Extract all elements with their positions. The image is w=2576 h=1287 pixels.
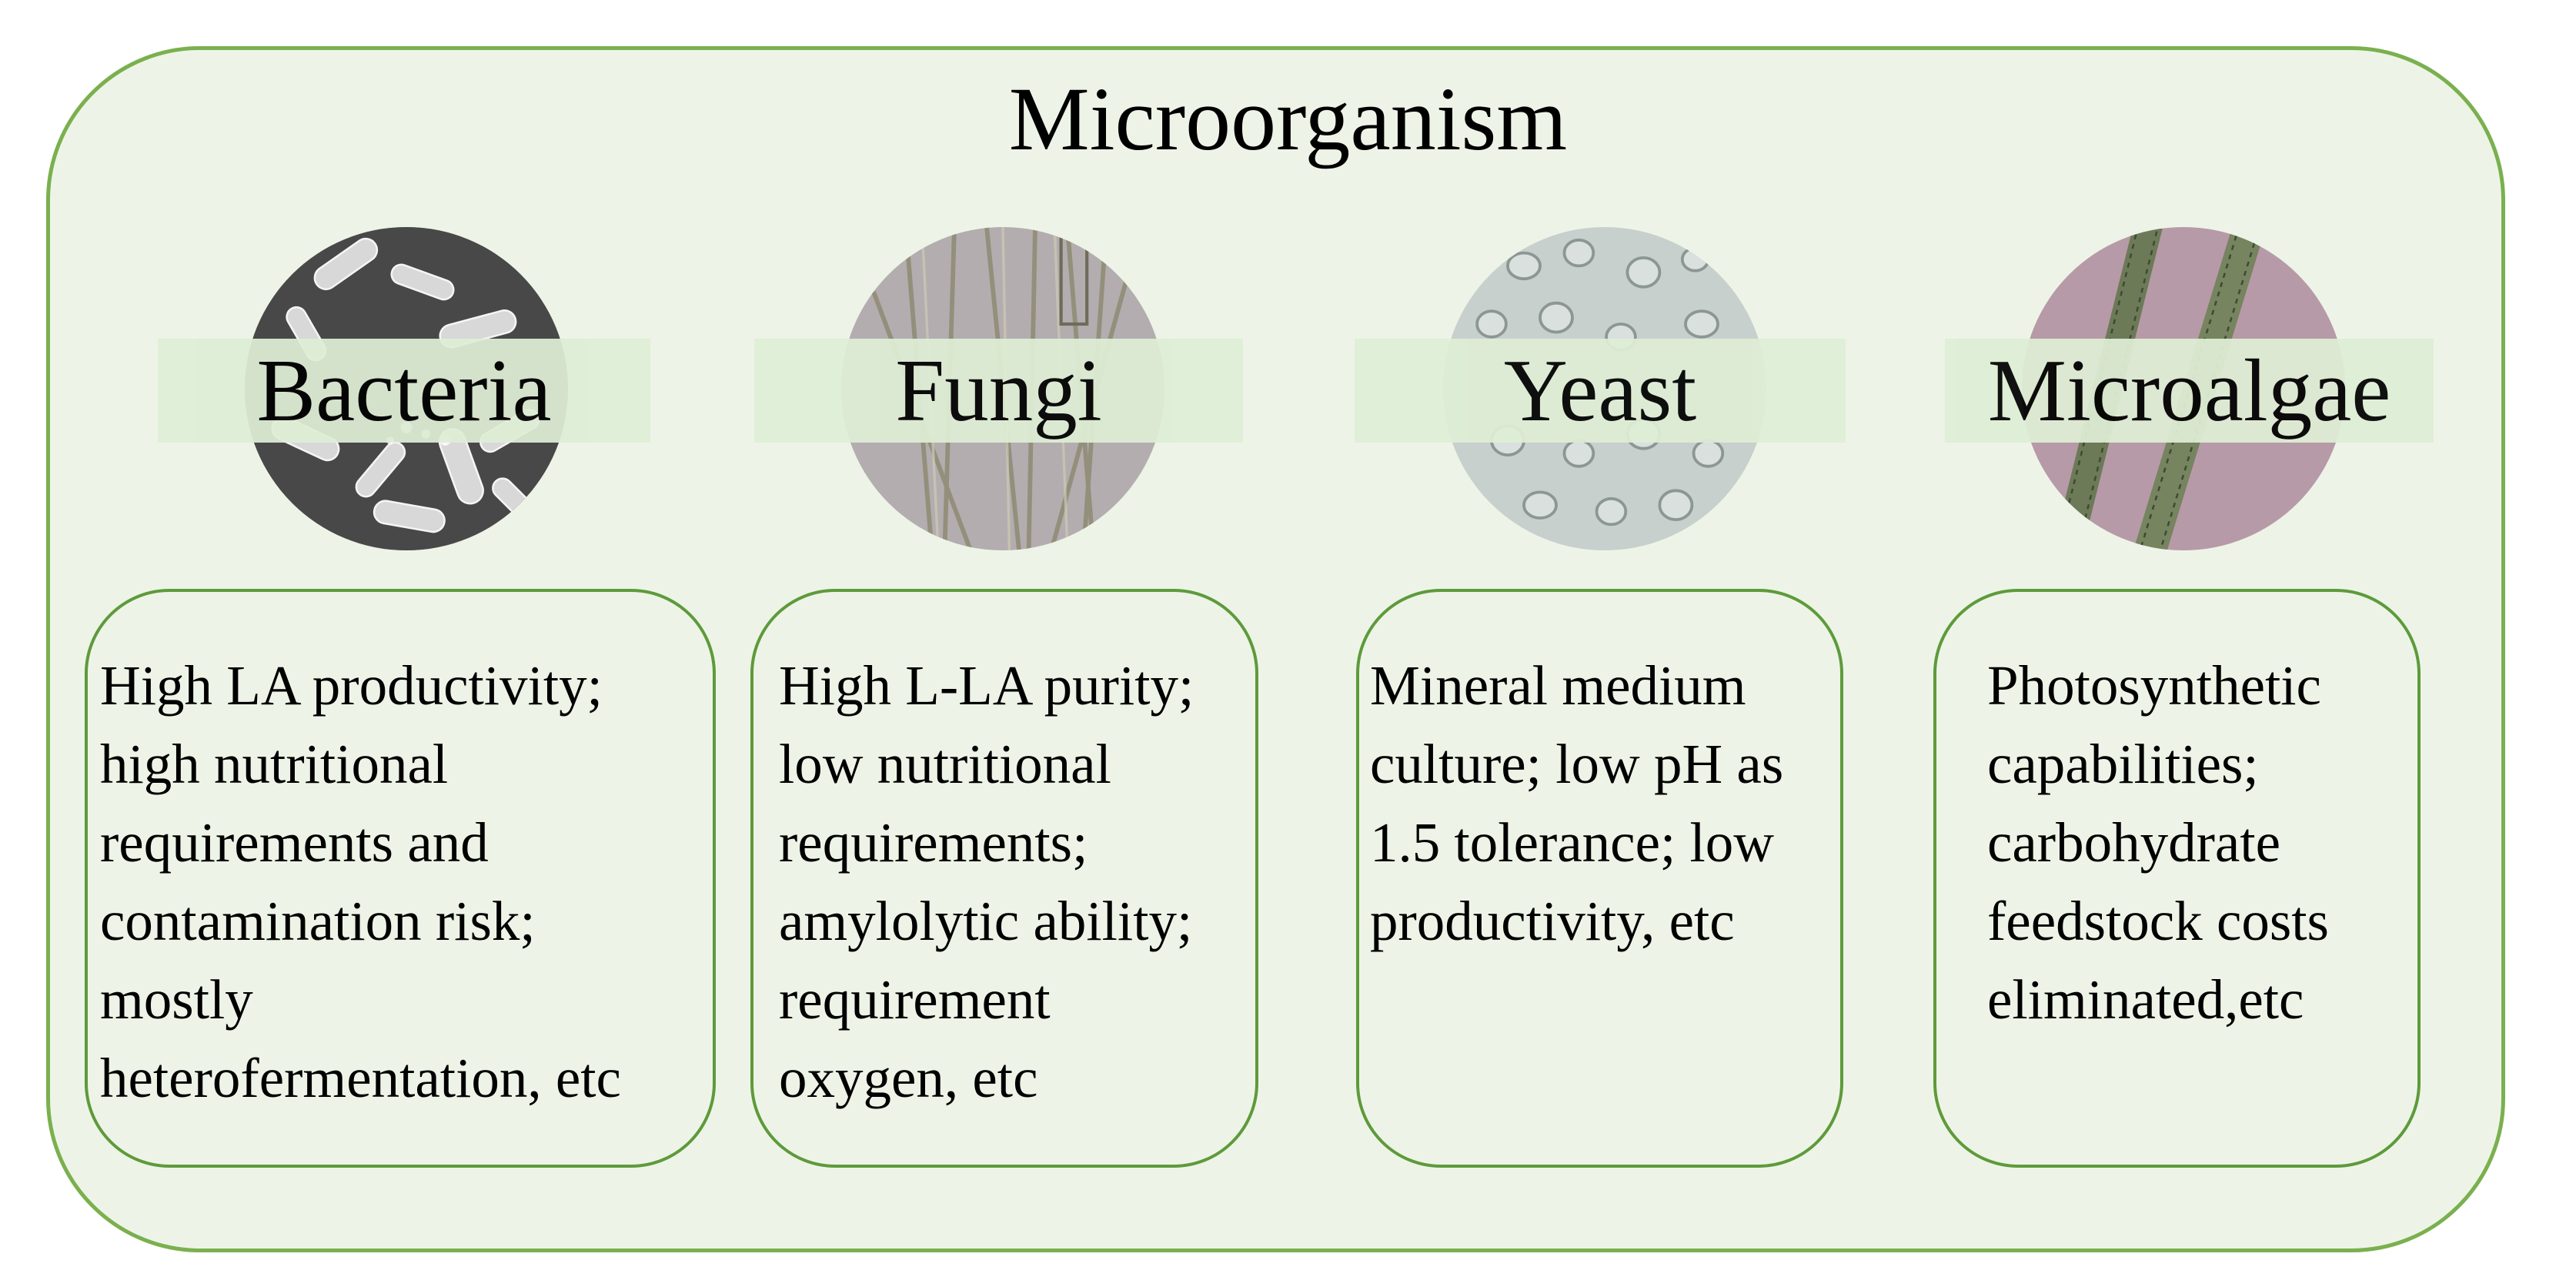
yeast-label: Yeast [1503, 342, 1697, 440]
fungi-description-box [750, 589, 1258, 1168]
microalgae-description: Photosynthetic capabilities; carbohydrat… [1987, 654, 2329, 1031]
microalgae-label-band: Microalgae [1945, 339, 2434, 443]
microalgae-description-box [1933, 589, 2421, 1168]
yeast-label-band: Yeast [1355, 339, 1846, 443]
fungi-description: High L-LA purity; low nutritional requir… [779, 654, 1194, 1109]
bacteria-description: High LA productivity; high nutritional r… [100, 654, 621, 1109]
fungi-label: Fungi [895, 342, 1102, 440]
fungi-label-band: Fungi [754, 339, 1243, 443]
diagram-title: Microorganism [1008, 69, 1568, 169]
microalgae-label: Microalgae [1987, 342, 2391, 440]
bacteria-description-box [85, 589, 716, 1168]
bacteria-label-band: Bacteria [158, 339, 650, 443]
yeast-description-box [1356, 589, 1843, 1168]
yeast-description: Mineral medium culture; low pH as 1.5 to… [1370, 654, 1784, 952]
bacteria-label: Bacteria [256, 342, 552, 440]
